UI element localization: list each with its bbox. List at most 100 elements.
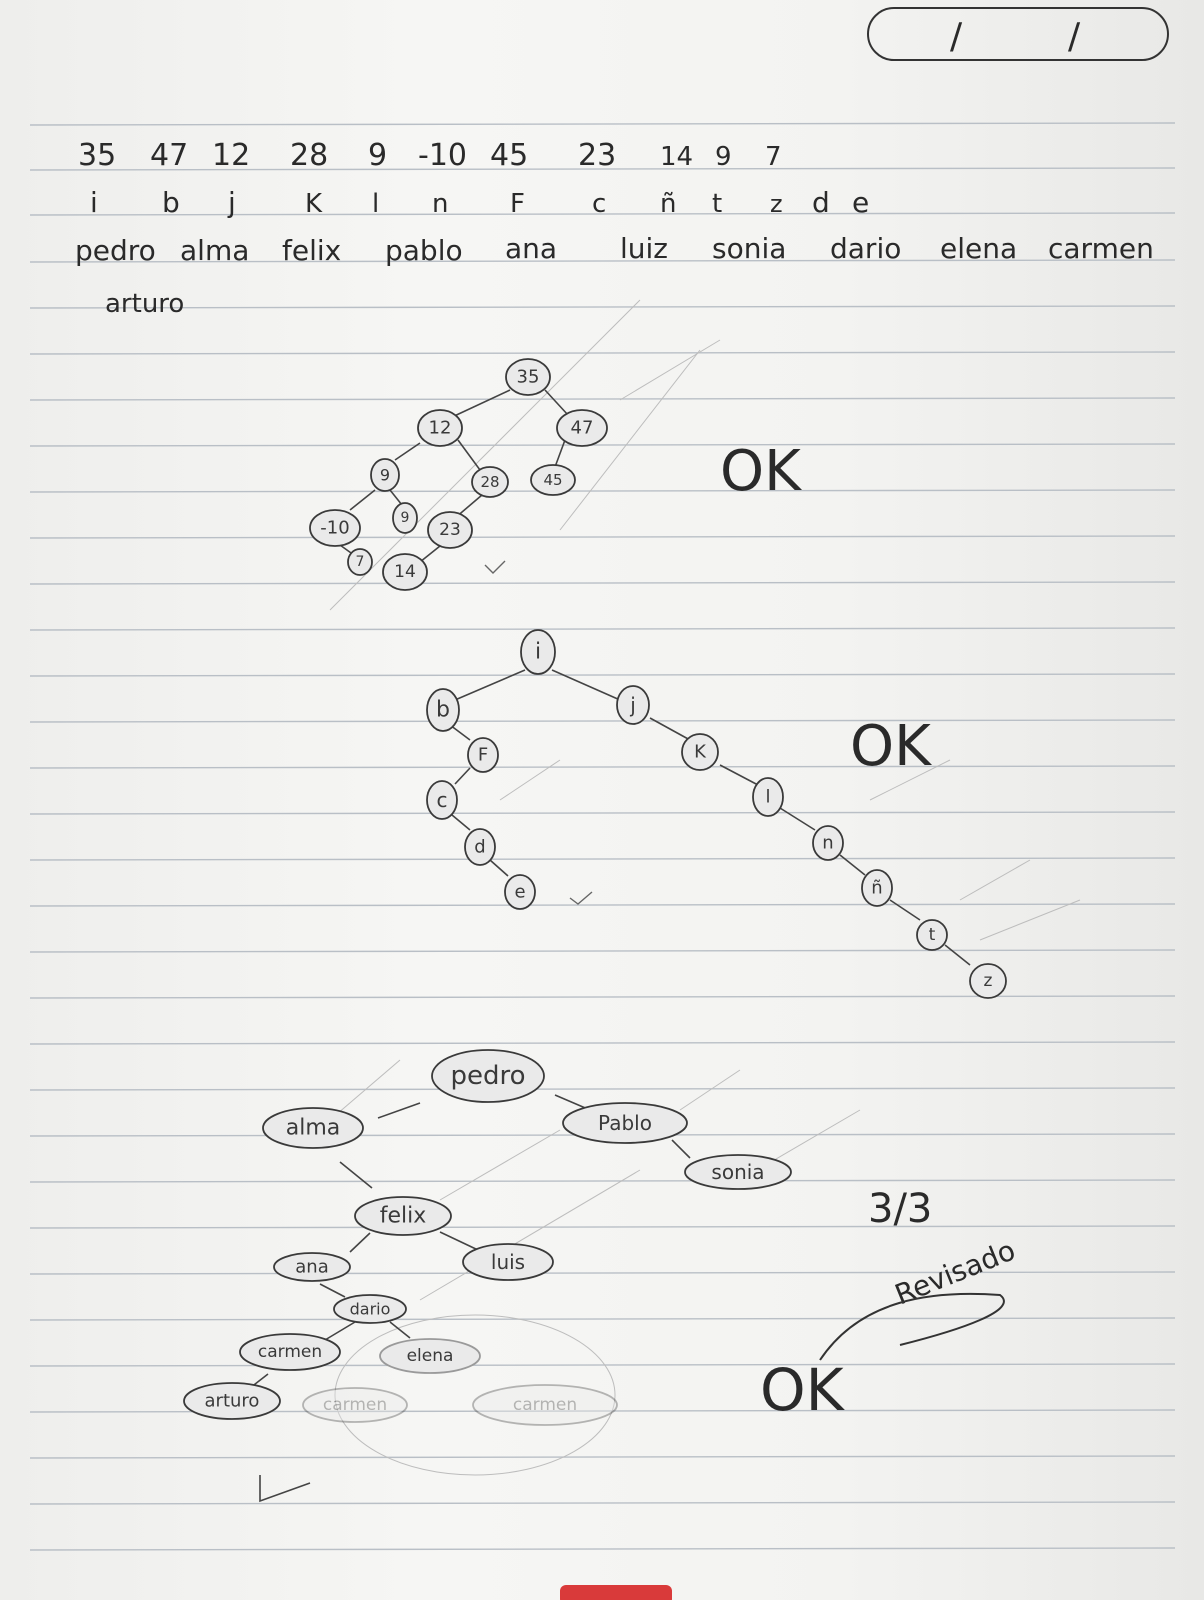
check-mark	[569, 891, 593, 905]
seq-letter: n	[432, 189, 448, 219]
svg-text:F: F	[478, 745, 488, 766]
tree-node: 45	[530, 464, 576, 496]
seq-letter: c	[592, 189, 606, 219]
svg-text:d: d	[474, 837, 485, 858]
seq-letter: ñ	[660, 189, 676, 219]
svg-text:9: 9	[380, 466, 390, 485]
svg-text:c: c	[437, 788, 448, 812]
tree-node: l	[752, 777, 784, 817]
tree-node: carmen	[239, 1333, 341, 1371]
svg-text:l: l	[765, 787, 770, 808]
svg-text:felix: felix	[380, 1204, 427, 1229]
svg-text:e: e	[514, 882, 525, 903]
svg-text:pedro: pedro	[450, 1061, 525, 1091]
tree-edge	[349, 489, 376, 511]
svg-text:carmen: carmen	[323, 1395, 387, 1415]
seq-num: 47	[150, 138, 188, 173]
seq-name: arturo	[105, 289, 184, 319]
seq-letter: j	[227, 186, 236, 219]
svg-text:j: j	[629, 693, 636, 717]
seq-name: luiz	[620, 232, 668, 265]
svg-text:45: 45	[543, 471, 562, 489]
tree-edge	[544, 389, 569, 416]
date-separator-1: /	[950, 16, 963, 57]
seq-name: carmen	[1048, 232, 1154, 265]
svg-text:t: t	[929, 925, 936, 945]
tree-node: i	[520, 629, 556, 675]
tree-edge	[944, 944, 971, 966]
tree-edge	[389, 1321, 411, 1339]
tree-node: dario	[333, 1294, 407, 1324]
tree-edge	[439, 1231, 479, 1251]
tree-node: carmen	[472, 1384, 618, 1426]
svg-text:dario: dario	[350, 1300, 391, 1319]
tree-edge	[454, 669, 526, 701]
ok-mark: OK	[760, 1356, 846, 1424]
check-mark	[484, 560, 506, 574]
tree-node: 7	[347, 548, 373, 576]
tree-edge	[489, 859, 509, 877]
tree-node: felix	[354, 1196, 452, 1236]
seq-num: 45	[490, 138, 528, 173]
seq-letter: F	[510, 189, 525, 219]
seq-letter: t	[712, 189, 722, 219]
svg-text:i: i	[535, 640, 541, 665]
seq-letter: l	[372, 189, 379, 219]
letter-sequence: i b j K l n F c ñ t z d e	[90, 186, 869, 219]
tree-node: 28	[471, 466, 509, 498]
tree-node: 23	[427, 511, 473, 549]
red-page-tab	[560, 1585, 672, 1600]
seq-letter: K	[305, 189, 323, 219]
seq-letter: b	[162, 186, 180, 219]
seq-num: 23	[578, 138, 616, 173]
seq-letter: d	[812, 186, 830, 219]
svg-text:luis: luis	[491, 1250, 525, 1274]
tree-edge	[449, 389, 511, 419]
seq-letter: z	[770, 190, 783, 218]
svg-text:9: 9	[401, 510, 410, 526]
tree-node: -10	[309, 509, 361, 547]
tree-numbers: 35 12 47 9 28 45 -10 9 23 7 14	[309, 358, 608, 591]
tree-node: j	[616, 685, 650, 725]
tree-node: pedro	[431, 1049, 545, 1103]
tree-names: pedro alma Pablo sonia felix ana luis da…	[183, 1049, 792, 1426]
tree-edge	[457, 439, 481, 471]
svg-text:ñ: ñ	[871, 878, 882, 899]
tree-edge	[889, 899, 921, 921]
tree-edge	[451, 814, 471, 831]
svg-text:23: 23	[439, 520, 461, 540]
ruled-lines	[29, 122, 1176, 1551]
seq-num: 9	[368, 138, 387, 173]
tree-edge	[339, 1161, 373, 1189]
seq-num: 7	[765, 142, 782, 172]
svg-text:14: 14	[394, 562, 416, 582]
tree-edge	[551, 669, 621, 701]
tree-node: 9	[370, 458, 400, 492]
number-sequence: 35 47 12 28 9 -10 45 23 14 9 7	[78, 138, 782, 173]
tree-edge	[839, 854, 866, 876]
svg-text:Pablo: Pablo	[598, 1111, 652, 1135]
tree-node: alma	[262, 1107, 364, 1149]
tree-edge	[324, 1321, 356, 1341]
seq-name: felix	[282, 234, 341, 267]
svg-text:carmen: carmen	[513, 1395, 577, 1415]
ok-mark: OK	[850, 714, 932, 779]
tree-edge	[319, 1283, 346, 1298]
tree-node: 12	[417, 409, 463, 447]
svg-text:arturo: arturo	[205, 1391, 260, 1412]
seq-name: ana	[505, 232, 557, 265]
seq-num: 35	[78, 138, 116, 173]
tree-edge	[719, 764, 759, 786]
tree-node: ana	[273, 1252, 351, 1282]
tree-node: t	[916, 919, 948, 951]
tree-edge	[671, 1139, 691, 1159]
tree-node: sonia	[684, 1154, 792, 1190]
seq-num: 28	[290, 138, 328, 173]
svg-text:47: 47	[571, 418, 594, 439]
tree-edge	[454, 767, 471, 785]
tree-edge	[779, 807, 816, 831]
tree-node: z	[969, 963, 1007, 999]
tree-edge	[389, 489, 403, 506]
seq-name: elena	[940, 232, 1017, 265]
